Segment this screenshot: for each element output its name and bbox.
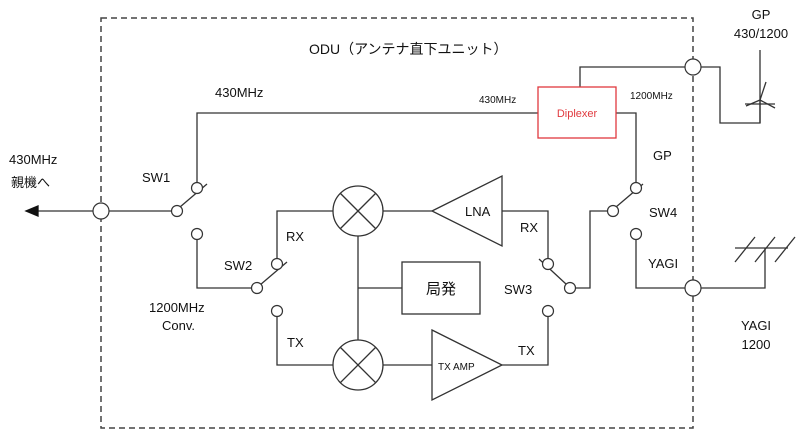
wire-sw3-sw4 [576,210,608,289]
gp-path-label: GP [653,148,672,163]
odu-title: ODU（アンテナ直下ユニット） [309,41,508,57]
wire-gp-antenna [701,50,761,124]
sw4-label: SW4 [649,205,677,220]
yagi-antenna-band: 1200 [742,337,771,352]
conv-name-label: Conv. [162,318,195,333]
path-430-label: 430MHz [215,85,263,100]
wire-tx-mixer [276,317,333,366]
yagi-antenna-icon [734,236,796,263]
host-dest-label: 親機へ [11,175,50,190]
sw2-label: SW2 [224,258,252,273]
sw4-upper-contact [629,181,643,195]
tx-amp-label: TX AMP [438,362,475,373]
wire-txamp-sw3 [502,317,549,366]
wire-diplexer-gp [579,66,685,87]
wire-sw1-sw2 [196,240,252,289]
sw1-common-contact [170,204,184,218]
wire-sw4-yagi [635,240,685,289]
rx-left-label: RX [286,229,304,244]
tx-right-label: TX [518,343,535,358]
arrow-left-icon [24,205,39,217]
sw2-lower-contact [270,304,284,318]
sw3-upper-contact [541,257,555,271]
sw3-label: SW3 [504,282,532,297]
yagi-port [684,279,702,297]
lna-label: LNA [465,204,491,219]
tx-left-label: TX [287,335,304,350]
wire-diplexer-sw4 [616,112,637,182]
local-osc-label: 局発 [426,281,456,298]
wire-rx-mixer [276,210,333,258]
odu-enclosure [100,17,694,429]
host-port [92,202,110,220]
gp-port [684,58,702,76]
gp-antenna-band: 430/1200 [734,26,788,41]
yagi-path-label: YAGI [648,256,678,271]
yagi-antenna-name: YAGI [741,318,771,333]
diplexer-out-label: 1200MHz [630,91,673,102]
sw1-label: SW1 [142,170,170,185]
sw1-lower-contact [190,227,204,241]
diplexer-box [537,86,617,139]
host-freq-label: 430MHz [9,152,57,167]
sw4-lower-contact [629,227,643,241]
sw2-common-contact [250,281,264,295]
sw3-lower-contact [541,304,555,318]
rx-right-label: RX [520,220,538,235]
wire-430mhz [196,112,538,182]
wire-lna-sw3 [502,210,549,258]
sw4-common-contact [606,204,620,218]
conv-freq-label: 1200MHz [149,300,205,315]
gp-antenna-icon [745,81,776,123]
sw2-upper-contact [270,257,284,271]
local-oscillator-box [401,261,481,315]
sw3-common-contact [563,281,577,295]
diplexer-label: Diplexer [557,108,598,120]
diplexer-in-label: 430MHz [479,95,516,106]
sw1-upper-contact [190,181,204,195]
gp-antenna-name: GP [752,7,771,22]
tx-amp-triangle [431,328,504,402]
wire-yagi-antenna [701,248,766,289]
